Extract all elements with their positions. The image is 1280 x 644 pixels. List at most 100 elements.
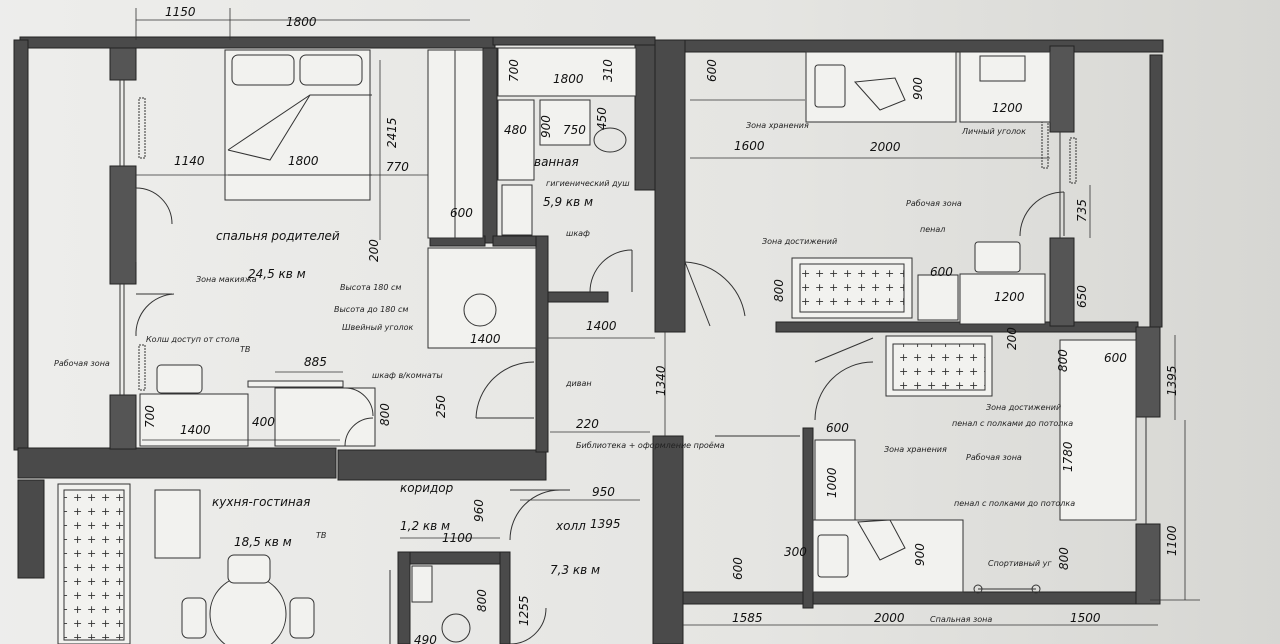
dim-200-a: 200 — [367, 239, 381, 262]
zone-wardrobe-hall: шкаф в/комнаты — [372, 371, 443, 380]
dim-650: 650 — [1075, 285, 1089, 308]
dim-1100-b: 1100 — [1165, 525, 1179, 556]
dim-1400-b: 1400 — [586, 319, 617, 333]
dim-1600: 1600 — [734, 139, 765, 153]
dim-600-e: 600 — [731, 557, 745, 580]
dining-table — [181, 554, 391, 644]
dim-1340: 1340 — [654, 365, 668, 396]
zone-work-left: Рабочая зона — [54, 359, 110, 368]
dim-700-b: 700 — [143, 405, 157, 428]
zone-table-access: Колш доступ от стола — [146, 335, 240, 344]
dim-400: 400 — [252, 415, 275, 429]
dim-800-e: 800 — [475, 589, 489, 612]
zone-sleep: Спальная зона — [930, 615, 992, 624]
dim-1395-b: 1395 — [590, 517, 621, 531]
dim-1100-a: 1100 — [442, 531, 473, 545]
room-area-parents-bedroom: 24,5 кв м — [248, 267, 306, 281]
zone-cabinet-shelves-1: пенал с полками до потолка — [952, 419, 1073, 428]
dim-1800-bed: 1800 — [288, 154, 319, 168]
room-area-kitchen-living: 18,5 кв м — [234, 535, 292, 549]
zone-tv-kitchen: ТВ — [316, 531, 326, 540]
room-name-hall: холл — [555, 519, 586, 533]
dim-900-tr: 900 — [911, 77, 925, 100]
dim-900-bath: 900 — [539, 115, 553, 138]
dim-310: 310 — [601, 59, 615, 82]
room-area-bathroom: 5,9 кв м — [543, 195, 593, 209]
dim-2415: 2415 — [385, 117, 399, 148]
dim-1800-top: 1800 — [286, 15, 317, 29]
dim-2000-b: 2000 — [874, 611, 905, 625]
radiators — [119, 80, 1147, 524]
zone-makeup: Зона макияжа — [196, 275, 257, 284]
zone-desk-corner: Личный уголок — [961, 127, 1026, 136]
dim-950: 950 — [592, 485, 615, 499]
bed-lower-right — [812, 439, 1041, 594]
room-name-corridor: коридор — [400, 481, 454, 495]
sofa-right — [791, 241, 1046, 325]
zone-height-180: Высота 180 см — [340, 283, 401, 292]
dim-600-d: 600 — [826, 421, 849, 435]
dim-220: 220 — [576, 417, 599, 431]
dim-800-d: 800 — [1057, 547, 1071, 570]
dim-2000-a: 2000 — [870, 140, 901, 154]
dim-250: 250 — [434, 395, 448, 418]
dim-1585: 1585 — [732, 611, 763, 625]
dim-1395-a: 1395 — [1165, 365, 1179, 396]
dim-900-b: 900 — [913, 543, 927, 566]
zone-shoe-corner: Швейный уголок — [342, 323, 414, 332]
desk-top-right — [805, 51, 1051, 123]
desk-left — [139, 364, 344, 447]
kitchen-sofa — [57, 483, 201, 644]
zone-work-right: Рабочая зона — [906, 199, 962, 208]
dim-300: 300 — [784, 545, 807, 559]
dim-800-a: 800 — [378, 403, 392, 426]
zone-height-to-180: Высота до 180 см — [334, 305, 408, 314]
dim-1800-bath: 1800 — [553, 72, 584, 86]
dim-1255: 1255 — [517, 595, 531, 626]
dimension-lines — [135, 8, 1200, 626]
zone-rest: Зона достижений — [762, 237, 837, 246]
zone-work-lower: Рабочая зона — [966, 453, 1022, 462]
dim-1400-a: 1400 — [470, 332, 501, 346]
wardrobe-hall-left — [274, 387, 376, 447]
dim-735: 735 — [1075, 199, 1089, 222]
dim-1500: 1500 — [1070, 611, 1101, 625]
zone-cabinet: пенал — [920, 225, 945, 234]
zone-rest-lower: Зона достижений — [986, 403, 1061, 412]
zone-cabinet-shelves-2: пенал с полками до потолка — [954, 499, 1075, 508]
walls — [13, 36, 1164, 644]
dim-1400-c: 1400 — [180, 423, 211, 437]
room-area-corridor: 1,2 кв м — [400, 519, 450, 533]
dim-1200-b: 1200 — [994, 290, 1025, 304]
room-area-hall: 7,3 кв м — [550, 563, 600, 577]
dim-1150: 1150 — [165, 5, 196, 19]
zone-sofa: диван — [565, 379, 592, 388]
dim-600-c: 600 — [1104, 351, 1127, 365]
wc-fixtures — [411, 565, 471, 643]
dim-600-a: 600 — [450, 206, 473, 220]
dim-480: 480 — [504, 123, 527, 137]
room-labels: спальня родителей 24,5 кв м ванная 5,9 к… — [212, 155, 600, 577]
dim-490: 490 — [414, 633, 437, 644]
bed-parents — [224, 49, 372, 201]
dim-1780: 1780 — [1061, 441, 1075, 472]
dimension-labels: 1150 1800 700 1800 310 480 900 750 450 1… — [143, 5, 1179, 644]
bathroom-fixtures — [497, 47, 637, 236]
zone-library: Библиотека + оформление проёма — [576, 441, 725, 450]
dim-1000: 1000 — [825, 467, 839, 498]
dim-770: 770 — [386, 160, 409, 174]
dim-700: 700 — [507, 59, 521, 82]
dim-200-b: 200 — [1005, 327, 1019, 350]
dim-1200-a: 1200 — [992, 101, 1023, 115]
doors — [135, 187, 1065, 644]
zone-tv-left: ТВ — [240, 345, 250, 354]
dim-960: 960 — [472, 499, 486, 522]
sofa-lower-right — [885, 335, 1137, 521]
zone-labels: Зона хранения Личный уголок Рабочая зона… — [54, 121, 1075, 624]
dim-600-b: 600 — [930, 265, 953, 279]
dim-885: 885 — [304, 355, 327, 369]
room-name-parents-bedroom: спальня родителей — [216, 229, 340, 243]
zone-storage-top: Зона хранения — [746, 121, 809, 130]
zone-storage-lower: Зона хранения — [884, 445, 947, 454]
